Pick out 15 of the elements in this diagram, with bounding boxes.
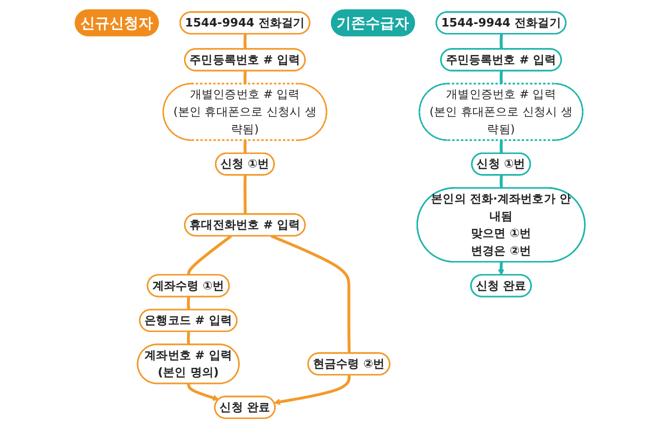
connector [500,70,503,84]
connector [186,296,190,310]
arrow [187,382,220,400]
connector [244,33,247,50]
connector [500,174,503,188]
connector [187,234,232,275]
connector [270,234,351,353]
connector [244,174,247,214]
connector [186,330,190,344]
connector [244,140,247,154]
arrow [274,374,351,405]
connector [500,140,503,154]
arrow [498,261,504,275]
connector [500,33,503,50]
connector [244,70,247,84]
